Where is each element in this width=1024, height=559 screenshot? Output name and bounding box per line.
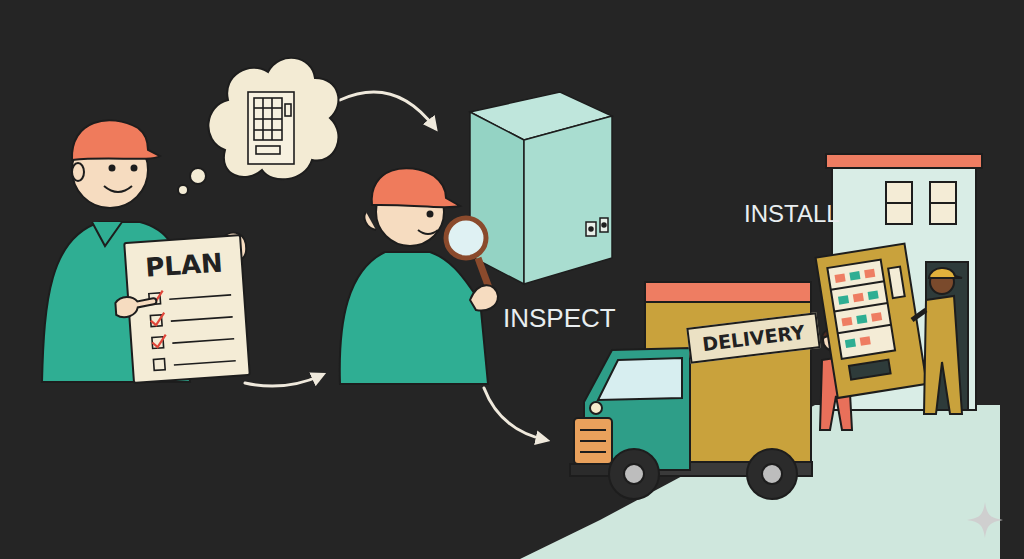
vending-machine-thought [254,118,282,120]
delivery-truck [645,282,811,302]
inspector-person [372,168,460,207]
inspector-person [428,212,433,217]
vending-machine [834,303,887,311]
planner-person [110,166,115,171]
delivery-truck [580,451,606,453]
step-label: INSPECT [503,303,616,334]
vending-machine-thought [254,98,282,140]
vending-machine [860,336,871,345]
vending-machine-thought [248,92,294,164]
sparkle-mark [967,502,1003,538]
building [886,182,912,224]
node-text: DELIVERY [701,321,806,355]
vending-machine [838,295,849,304]
installer-man [912,268,962,414]
inspection-space [600,218,608,232]
vending-machine [853,293,864,302]
inspection-space [586,222,596,236]
installer-man [924,296,962,414]
vending-machine [816,244,927,398]
delivery-truck [590,402,602,414]
flow-arrow [340,92,435,128]
inspector-person [418,230,438,234]
installer-man [929,268,962,278]
vending-machine-thought [254,107,282,109]
vending-machine-thought [254,129,282,131]
vending-machine-thought [271,98,273,140]
vending-machine [816,244,927,398]
flow-arrow [245,375,322,386]
vending-machine [845,339,856,348]
inspection-space [589,227,593,231]
pointing-hand [115,295,157,318]
delivery-truck [580,429,606,431]
delivery-truck [598,358,682,400]
inspector-person [446,218,486,258]
vending-machine [831,281,884,289]
thought-bubble [178,185,188,195]
vending-machine [841,317,852,326]
vending-machine [849,360,891,380]
vending-machine [849,271,860,280]
flow-arrow [484,388,546,440]
checkbox [153,359,165,371]
vending-machine-thought [285,104,291,116]
building [930,202,956,204]
vending-machine [827,260,895,359]
checklist-line [171,317,233,321]
vending-machine [864,269,875,278]
thought-bubble [208,58,338,179]
inspector-person [470,285,498,310]
planner-person [132,166,137,171]
thought-bubble [190,168,206,184]
checklist-line [169,295,231,299]
planner-person [72,163,84,181]
delivery-truck [609,449,659,499]
checklist-line [172,339,234,343]
vending-machine [868,290,879,299]
delivery-truck [762,464,782,484]
building [886,202,912,204]
plan-sheet: PLAN [123,234,251,384]
checklist-line [174,361,236,365]
vending-machine [838,325,891,333]
vending-machine [871,312,882,321]
inspector-person [340,252,488,384]
delivery-sign: DELIVERY [686,312,820,364]
delivery-truck [574,418,612,464]
vending-machine [856,315,867,324]
inspection-space [470,92,612,284]
installer-man [912,310,926,320]
vending-machine-thought [262,98,264,140]
planner-person [92,222,122,246]
node-text: PLAN [144,247,223,282]
inspector-person [340,168,498,384]
planner-person [72,120,160,160]
planner-person [104,186,132,192]
vending-machine [888,267,905,299]
inspector-person [364,212,376,230]
building [826,154,982,168]
vending-machine [835,273,846,282]
flow-arrow [245,92,546,440]
building [930,182,956,224]
delivery-truck [580,440,606,442]
delivery-truck [624,464,644,484]
inspection-space [602,223,606,227]
delivery-truck [747,449,797,499]
step-label: INSTALL [744,200,840,228]
vending-machine-thought [248,92,294,164]
inspection-space [524,116,612,284]
check-tick [152,335,167,348]
vending-machine-thought [256,146,280,154]
thought-bubble [178,58,338,195]
check-tick [150,313,165,326]
